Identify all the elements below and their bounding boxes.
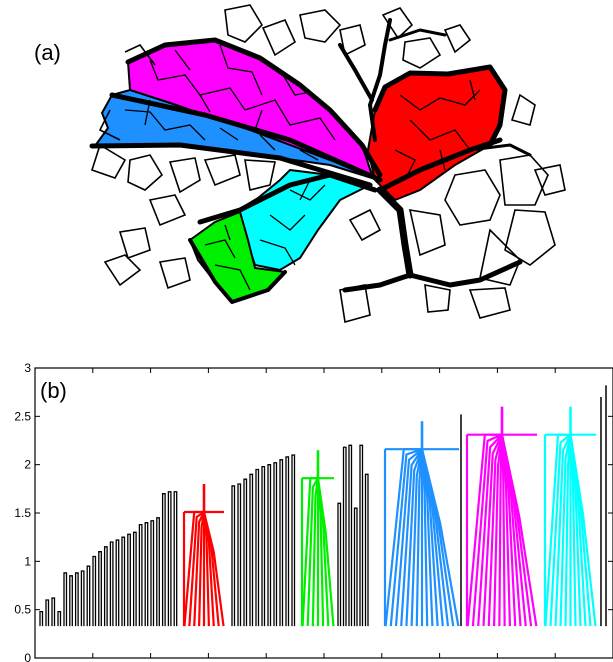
leaf-merge [353,507,358,627]
cluster-branch [569,434,597,627]
leaf-merge [109,541,114,627]
cluster-branch [316,478,335,627]
leaf-merge [261,465,266,627]
x-axis [92,368,556,658]
leaf-merge [337,502,342,627]
cluster-branch [394,448,423,627]
tree-backbone [89,18,532,304]
leaf-merge [150,520,155,627]
cluster-branch [498,434,504,627]
leaf-merge [132,531,137,627]
cluster-branch [420,448,460,627]
leaf-merge [103,546,108,627]
cluster-subtree [300,450,335,627]
cluster-branch [202,511,225,627]
leaf-merge [237,483,242,627]
leaf-merge [45,599,50,627]
cluster-subtree [543,406,597,627]
leaf-merge [138,523,143,627]
cluster-branch [306,477,319,627]
leaf-merge [63,572,68,627]
cluster-branch [482,434,503,627]
leaf-merge [39,610,44,627]
leaf-merge [161,493,166,627]
leaf-merge [267,464,272,627]
cluster-subtree [383,421,460,627]
dendrogram-branches [39,385,607,627]
cluster-branch [500,434,538,627]
leaf-merge [57,610,62,627]
leaf-merge [231,485,236,627]
cluster-subtree [182,484,225,627]
y-tick-label: 1 [24,554,31,568]
leaf-merge [173,491,178,627]
leaf-merge [364,473,369,627]
leaf-merge [74,572,79,627]
network-edges [91,4,566,324]
cluster-branch [389,448,423,627]
leaf-merge [156,517,160,627]
leaf-merge [359,444,364,627]
leaf-merge [167,491,172,627]
leaf-merge [249,473,254,627]
leaf-merge [51,597,56,627]
network-diagram: (a) [34,4,566,324]
dendrogram-chart: 3 2.5 2 1.5 1 0.5 0 (b) [14,361,613,662]
leaf-merge [121,536,126,627]
cluster-branch [554,434,572,627]
leaf-merge [342,446,347,627]
y-tick-label: 0 [24,651,31,662]
leaf-merge [255,468,260,627]
cluster-branch [400,448,423,627]
y-tick-label: 3 [24,361,31,375]
y-axis: 3 2.5 2 1.5 1 0.5 0 [14,361,613,662]
leaf-merge [348,444,353,627]
cluster-branch [487,434,504,627]
cluster-branch [188,511,205,627]
leaf-merge [98,551,102,627]
leaf-merge [80,570,85,627]
leaf-merge [115,539,120,627]
leaf-merge [285,456,290,627]
leaf-merge [86,565,91,627]
leaf-merge [273,462,278,627]
leaf-merge [291,454,296,627]
panel-b-label: (b) [40,378,67,403]
cluster-branch [471,433,503,627]
leaf-merge [69,575,73,627]
cluster-branch [405,448,424,627]
y-tick-label: 2 [24,458,31,472]
y-tick-label: 2.5 [14,409,31,423]
y-tick-label: 0.5 [14,603,31,617]
leaf-merge [127,533,131,627]
cluster-branch [549,433,572,627]
leaf-merge [243,478,248,627]
leaf-merge [144,522,149,627]
leaf-merge [92,555,97,627]
leaf-merge [279,459,284,627]
panel-a-label: (a) [34,40,61,65]
cluster-subtree [465,406,538,627]
region-subdivisions [124,44,481,291]
cluster-branch [477,433,503,627]
y-tick-label: 1.5 [14,506,31,520]
